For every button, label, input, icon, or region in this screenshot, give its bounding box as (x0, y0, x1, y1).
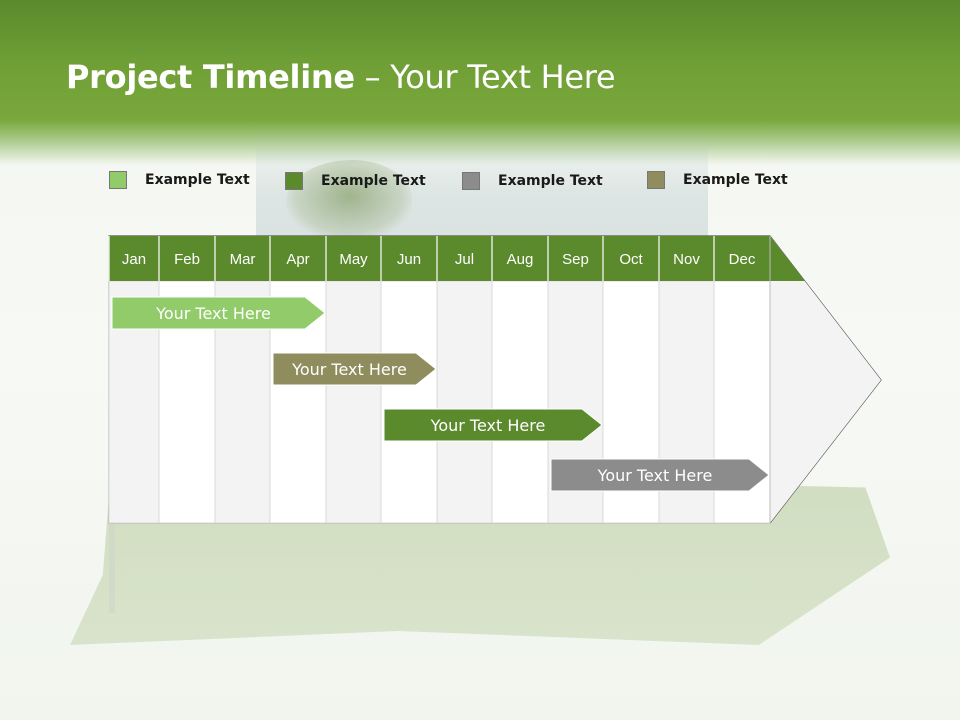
month-column (325, 280, 382, 524)
month-label-jun: Jun (397, 251, 421, 268)
task-bar-2 (272, 352, 437, 386)
background-tree-image (286, 160, 412, 240)
legend-item-3: Example Text (462, 172, 603, 190)
legend-item-1: Example Text (109, 171, 250, 189)
legend-item-4: Example Text (647, 171, 788, 189)
month-label-nov: Nov (673, 251, 700, 268)
legend-swatch (285, 172, 303, 190)
title-rest: – Your Text Here (354, 58, 616, 96)
month-label-jan: Jan (122, 251, 146, 268)
legend-label: Example Text (145, 172, 250, 188)
month-label-oct: Oct (619, 251, 643, 268)
task-bar-label-1: Your Text Here (155, 304, 271, 323)
month-column (380, 280, 438, 524)
legend-item-2: Example Text (285, 172, 426, 190)
legend-label: Example Text (498, 173, 603, 189)
legend-swatch (462, 172, 480, 190)
slide-title: Project Timeline – Your Text Here (66, 58, 616, 96)
timeline-arrow-head (770, 236, 881, 523)
month-label-mar: Mar (230, 251, 256, 268)
month-label-feb: Feb (174, 251, 200, 268)
task-bar-label-2: Your Text Here (291, 360, 407, 379)
task-bar-label-4: Your Text Here (597, 466, 713, 485)
month-column (436, 280, 493, 524)
month-label-sep: Sep (562, 251, 589, 268)
month-column (491, 280, 549, 524)
legend-label: Example Text (321, 173, 426, 189)
task-bar-4 (550, 458, 770, 492)
timeline-shadow (109, 523, 115, 613)
task-bar-label-3: Your Text Here (430, 416, 546, 435)
month-label-jul: Jul (455, 251, 474, 268)
legend-label: Example Text (683, 172, 788, 188)
month-label-may: May (339, 251, 368, 268)
month-header-band (109, 236, 805, 281)
month-label-apr: Apr (286, 251, 309, 268)
month-label-dec: Dec (729, 251, 756, 268)
task-bar-3 (383, 408, 603, 442)
legend-swatch (109, 171, 127, 189)
legend-swatch (647, 171, 665, 189)
title-bold: Project Timeline (66, 58, 355, 96)
task-bar-1 (111, 296, 326, 330)
month-label-aug: Aug (507, 251, 534, 268)
